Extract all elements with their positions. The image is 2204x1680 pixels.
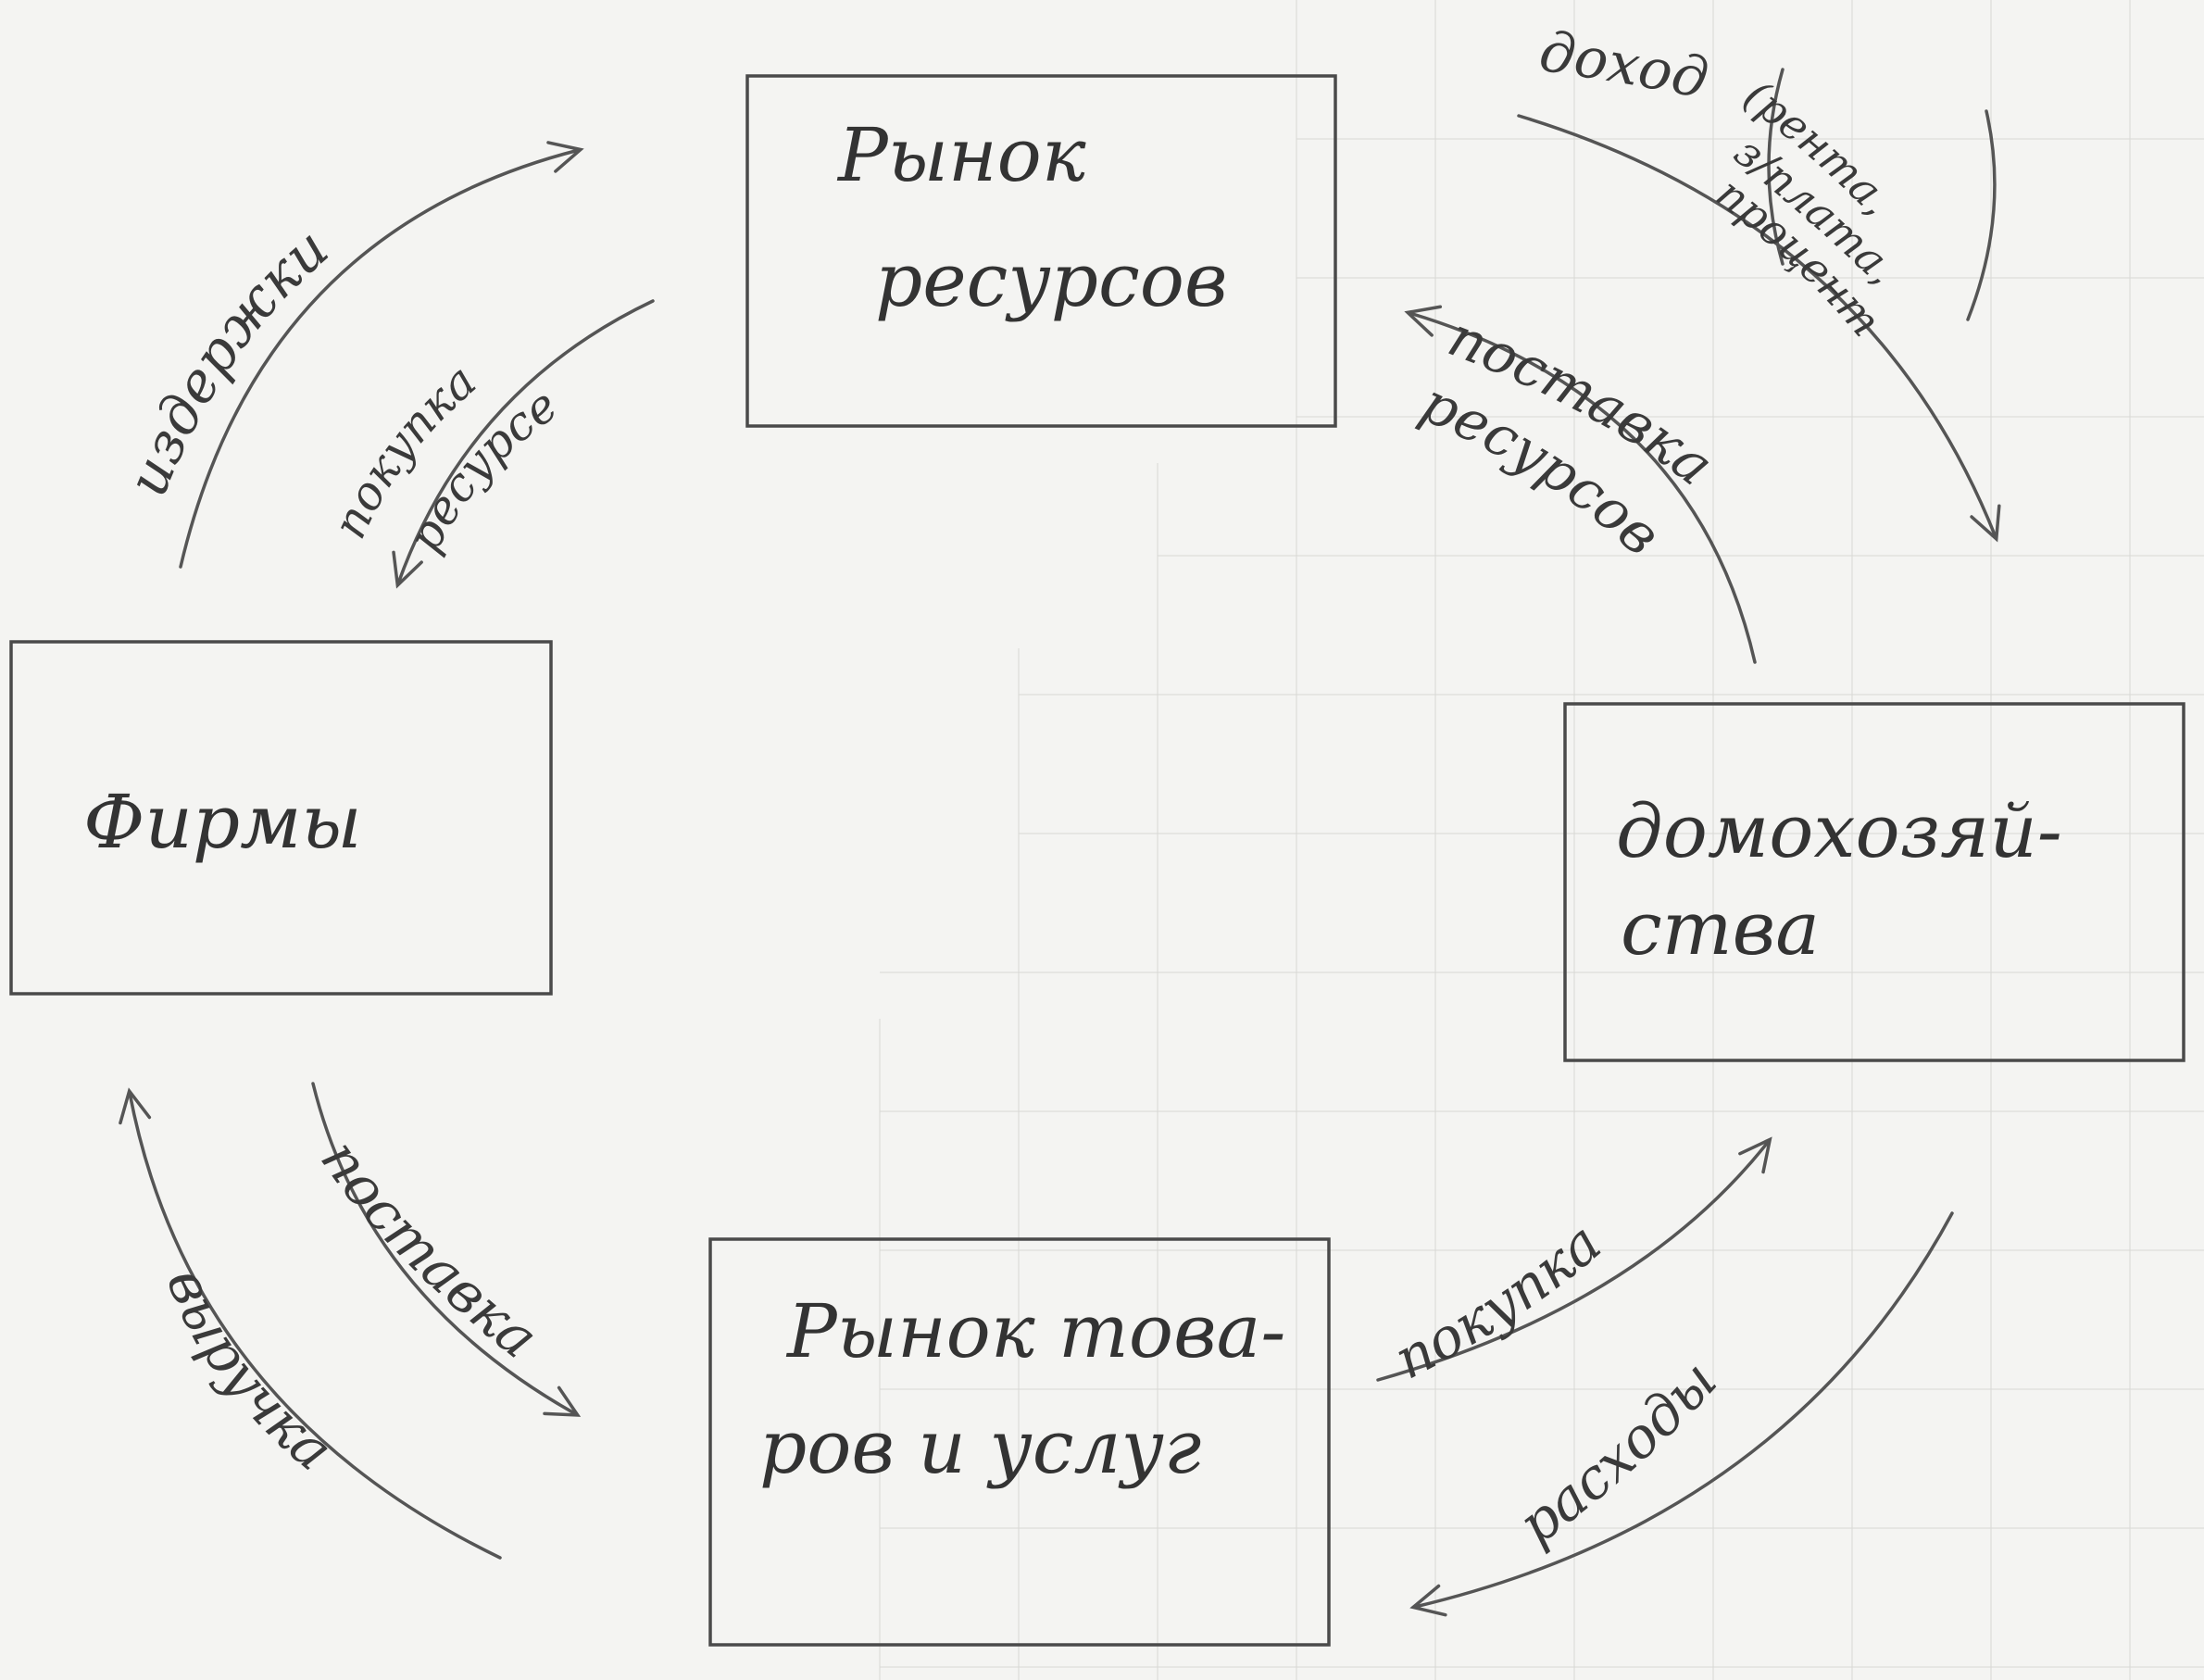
node-resource-market: Рынок ресурсов <box>745 74 1337 428</box>
costs-label: издержки <box>115 216 341 505</box>
resource-purchase-arrow <box>392 299 655 589</box>
households-label-line2: ства <box>1621 885 1820 972</box>
households-label-line1: домохозяй- <box>1616 788 2062 874</box>
flow-arrows <box>119 68 2001 1617</box>
goods-market-label-line2: ров и услуг <box>759 1404 1201 1490</box>
income-arrow <box>1517 114 2001 543</box>
goods-supply-arrow <box>311 1082 582 1417</box>
graph-paper-grid <box>879 0 2204 1680</box>
node-firms: Фирмы <box>9 640 553 996</box>
node-goods-market: Рынок това- ров и услуг <box>708 1237 1331 1647</box>
revenue-label: выручка <box>154 1260 345 1484</box>
purchase-label: покупка <box>1384 1210 1614 1392</box>
goods-market-label-line1: Рынок това- <box>785 1288 1285 1374</box>
income-parentheses <box>1767 68 1997 321</box>
expenses-arrow <box>1409 1211 1954 1617</box>
resource-market-box <box>745 74 1337 428</box>
goods-supply-label: поставка <box>307 1128 549 1371</box>
resource-supply-arrow <box>1404 305 1757 664</box>
households-box <box>1563 702 2185 1062</box>
income-label: доход <box>1535 19 1713 112</box>
revenue-arrow <box>119 1087 502 1560</box>
resource-market-label-line1: Рынок <box>836 112 1086 198</box>
firms-label: Фирмы <box>83 779 362 865</box>
expenses-label: расходы <box>1507 1348 1730 1558</box>
node-households: домохозяй- ства <box>1563 702 2185 1062</box>
purchase-arrow <box>1376 1136 1772 1382</box>
costs-arrow <box>179 141 584 569</box>
resource-market-label-line2: ресурсов <box>875 237 1228 323</box>
goods-market-box <box>708 1237 1331 1647</box>
firms-box <box>9 640 553 996</box>
